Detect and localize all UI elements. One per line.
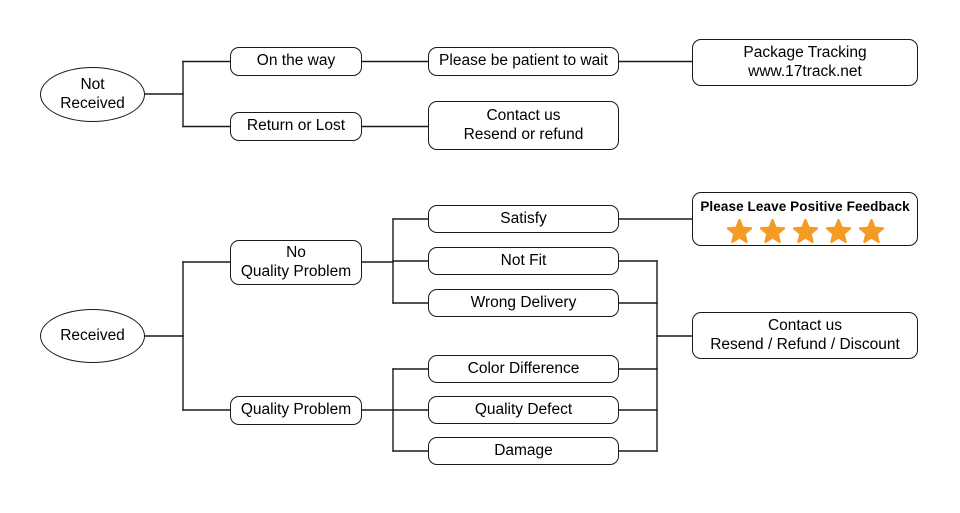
node-no-quality-problem[interactable]: No Quality Problem: [230, 240, 362, 285]
star-icon[interactable]: [759, 218, 785, 244]
node-not-received-line-1: Not: [80, 76, 105, 94]
node-received-label: Received: [60, 326, 125, 344]
node-contact-us-resend-refund[interactable]: Contact us Resend or refund: [428, 101, 619, 150]
node-color-difference[interactable]: Color Difference: [428, 355, 619, 383]
node-damage[interactable]: Damage: [428, 437, 619, 465]
node-package-tracking[interactable]: Package Tracking www.17track.net: [692, 39, 918, 86]
node-not-fit[interactable]: Not Fit: [428, 247, 619, 275]
node-wrong-delivery-label: Wrong Delivery: [470, 293, 577, 311]
node-no-quality-problem-line-2: Quality Problem: [240, 262, 352, 280]
star-icon[interactable]: [825, 218, 851, 244]
node-satisfy-label: Satisfy: [500, 209, 547, 227]
star-icon[interactable]: [792, 218, 818, 244]
node-return-or-lost[interactable]: Return or Lost: [230, 112, 362, 141]
node-on-the-way-label: On the way: [256, 52, 336, 70]
star-icon[interactable]: [726, 218, 752, 244]
star-icon[interactable]: [858, 218, 884, 244]
node-not-received[interactable]: Not Received: [40, 67, 145, 122]
node-contact-us-resend-refund-line-1: Contact us: [486, 107, 561, 125]
node-not-received-line-2: Received: [60, 94, 125, 112]
node-leave-positive-feedback-label: Please Leave Positive Feedback: [700, 199, 910, 214]
node-quality-problem-label: Quality Problem: [240, 401, 352, 419]
node-on-the-way[interactable]: On the way: [230, 47, 362, 76]
node-package-tracking-url: www.17track.net: [748, 62, 862, 80]
node-damage-label: Damage: [494, 441, 553, 459]
node-please-be-patient-label: Please be patient to wait: [439, 52, 608, 70]
node-package-tracking-line-1: Package Tracking: [743, 44, 867, 62]
node-return-or-lost-label: Return or Lost: [246, 117, 346, 135]
star-rating[interactable]: [726, 218, 884, 244]
node-no-quality-problem-line-1: No: [286, 244, 306, 262]
node-received[interactable]: Received: [40, 309, 145, 363]
node-quality-defect-label: Quality Defect: [474, 400, 573, 418]
node-contact-us-resend-refund-discount[interactable]: Contact us Resend / Refund / Discount: [692, 312, 918, 359]
node-not-fit-label: Not Fit: [500, 251, 547, 269]
node-color-difference-label: Color Difference: [467, 359, 580, 377]
node-contact-us-resend-refund-discount-line-1: Contact us: [767, 317, 843, 335]
node-wrong-delivery[interactable]: Wrong Delivery: [428, 289, 619, 317]
node-contact-us-resend-refund-line-2: Resend or refund: [463, 125, 584, 143]
node-quality-defect[interactable]: Quality Defect: [428, 396, 619, 424]
node-contact-us-resend-refund-discount-line-2: Resend / Refund / Discount: [710, 335, 900, 353]
node-please-be-patient[interactable]: Please be patient to wait: [428, 47, 619, 76]
node-quality-problem[interactable]: Quality Problem: [230, 396, 362, 425]
node-leave-positive-feedback[interactable]: Please Leave Positive Feedback: [692, 192, 918, 246]
node-satisfy[interactable]: Satisfy: [428, 205, 619, 233]
